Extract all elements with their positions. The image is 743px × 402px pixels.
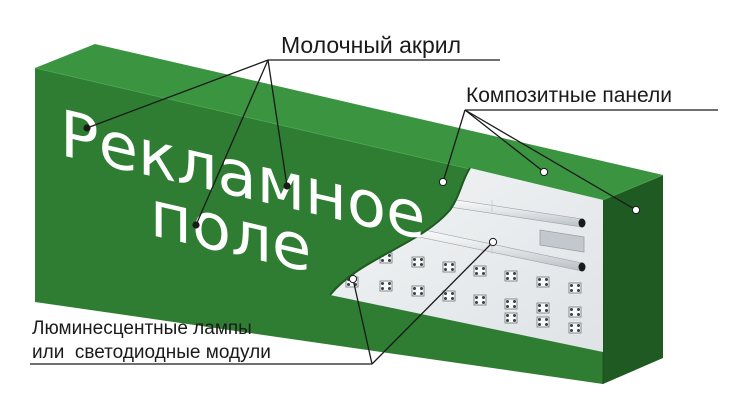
- callout-dot: [488, 237, 498, 247]
- led-module: [504, 298, 518, 310]
- box-side-face: [603, 175, 663, 384]
- label-composite-panels: Композитные панели: [466, 84, 672, 107]
- led-module: [411, 256, 425, 268]
- led-module: [473, 265, 487, 277]
- led-module: [504, 312, 518, 324]
- leader-lines: [30, 59, 718, 365]
- callout-dot: [438, 177, 448, 187]
- callout-dot: [539, 167, 549, 177]
- callout-dot: [348, 274, 358, 284]
- cutaway-interior: [329, 167, 603, 352]
- callout-dot: [83, 124, 91, 132]
- leader-dots: [83, 124, 641, 284]
- led-module: [568, 306, 582, 318]
- callout-dot: [283, 182, 291, 190]
- led-module: [536, 316, 550, 328]
- led-module: [568, 322, 582, 334]
- label-lamps-line2: или светодиодные модули: [32, 342, 271, 363]
- callout-dot: [192, 221, 200, 229]
- led-module: [379, 280, 393, 292]
- callout-dot: [631, 205, 641, 215]
- power-supply-block: [539, 229, 585, 253]
- led-module: [536, 302, 550, 314]
- led-module: [504, 270, 518, 282]
- label-milky-acrylic: Молочный акрил: [281, 32, 461, 58]
- led-module: [473, 294, 487, 306]
- led-module: [442, 290, 456, 302]
- led-module: [442, 261, 456, 273]
- led-module: [411, 285, 425, 297]
- led-module: [568, 282, 582, 294]
- label-lamps-line1: Люминесцентные лампы: [32, 318, 252, 339]
- box-top-face: [35, 44, 663, 200]
- led-module: [536, 276, 550, 288]
